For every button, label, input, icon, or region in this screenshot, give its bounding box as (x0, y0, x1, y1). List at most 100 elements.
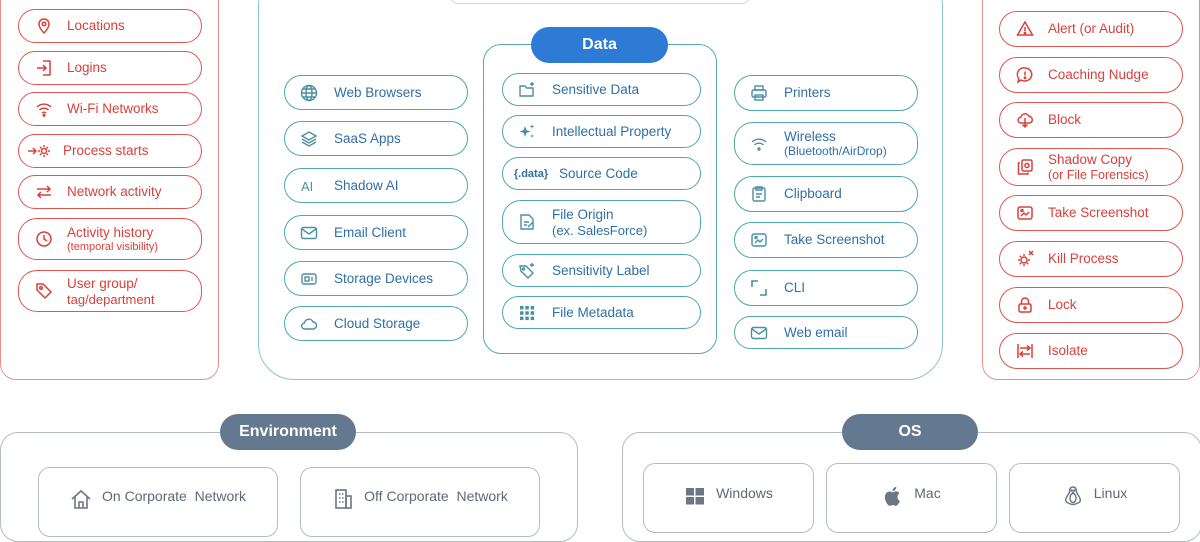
destination-item-web-email[interactable]: Web email (734, 316, 918, 349)
action-item-lock[interactable]: Lock (999, 287, 1183, 323)
location-pin-icon (35, 17, 53, 35)
destination-item-label: Printers (784, 85, 831, 100)
wifi-icon (35, 100, 53, 118)
context-item-label: Process starts (63, 143, 149, 158)
destination-item-label: CLI (784, 280, 806, 295)
screenshot-icon (750, 231, 768, 249)
source-item-web-browsers[interactable]: Web Browsers (284, 75, 468, 110)
svg-text:AI: AI (301, 179, 313, 194)
layers-icon (300, 130, 318, 148)
mail-icon (750, 324, 768, 342)
os-card-mac[interactable]: Mac (826, 463, 997, 533)
speech-alert-icon (1016, 66, 1034, 84)
action-item-kill-process[interactable]: Kill Process (999, 241, 1183, 277)
environment-header: Environment (220, 414, 356, 450)
clipboard-icon (750, 185, 768, 203)
apple-logo-icon (882, 485, 904, 507)
linux-penguin-icon (1062, 485, 1084, 507)
destination-item-printers[interactable]: Printers (734, 75, 918, 111)
destination-item-label: Clipboard (784, 186, 842, 201)
source-item-shadow-ai[interactable]: AI Shadow AI (284, 168, 468, 203)
action-item-take-screenshot[interactable]: Take Screenshot (999, 195, 1183, 231)
grid-dots-icon (518, 304, 536, 322)
environment-card-off-corporate[interactable]: Off Corporate Network (300, 467, 540, 537)
os-card-label: Windows (716, 485, 773, 501)
data-item-label: Sensitivity Label (552, 262, 650, 278)
data-item-label: File Origin (552, 206, 614, 222)
os-card-linux[interactable]: Linux (1009, 463, 1180, 533)
login-icon (35, 59, 53, 77)
source-item-storage-devices[interactable]: Storage Devices (284, 261, 468, 296)
os-card-windows[interactable]: Windows (643, 463, 814, 533)
arrows-exchange-icon (35, 183, 53, 201)
data-item-intellectual-property[interactable]: Intellectual Property (502, 115, 701, 148)
action-item-block[interactable]: Block (999, 102, 1183, 138)
data-code-icon: {.data} (511, 165, 551, 183)
copy-icon (1016, 158, 1034, 176)
context-item-activity-history[interactable]: Activity history (temporal visibility) (18, 218, 202, 260)
context-item-label: Network activity (67, 184, 162, 199)
home-icon (70, 488, 92, 510)
mail-icon (300, 224, 318, 242)
environment-card-on-corporate[interactable]: On Corporate Network (38, 467, 278, 537)
label-tag-icon (518, 262, 536, 280)
source-item-label: Shadow AI (334, 177, 399, 193)
context-item-process-starts[interactable]: Process starts (18, 134, 202, 168)
sparkle-icon (518, 123, 536, 141)
context-item-user-group[interactable]: User group/ tag/department (18, 270, 202, 312)
data-item-sensitive-data[interactable]: Sensitive Data (502, 73, 701, 106)
isolate-icon (1016, 342, 1034, 360)
source-item-email-client[interactable]: Email Client (284, 215, 468, 250)
action-item-label: Shadow Copy (1048, 152, 1133, 167)
action-item-shadow-copy[interactable]: Shadow Copy (or File Forensics) (999, 148, 1183, 186)
cloud-block-icon (1016, 111, 1034, 129)
context-item-wifi-networks[interactable]: Wi-Fi Networks (18, 92, 202, 126)
context-item-label: Locations (67, 18, 125, 33)
context-item-logins[interactable]: Logins (18, 51, 202, 85)
action-item-sublabel: (or File Forensics) (1048, 168, 1149, 182)
environment-card-label: Off Corporate Network (364, 488, 508, 504)
context-item-sublabel: (temporal visibility) (67, 240, 159, 253)
destination-item-clipboard[interactable]: Clipboard (734, 176, 918, 212)
destination-item-label: Take Screenshot (784, 232, 885, 247)
source-item-label: SaaS Apps (334, 130, 401, 146)
cloud-icon (300, 315, 318, 333)
wireless-icon (750, 135, 768, 153)
destination-item-take-screenshot[interactable]: Take Screenshot (734, 222, 918, 258)
context-item-locations[interactable]: Locations (18, 9, 202, 43)
action-item-label: Isolate (1048, 343, 1088, 358)
clock-icon (35, 230, 53, 248)
environment-card-label: On Corporate Network (102, 488, 246, 504)
data-item-label: Intellectual Property (552, 123, 672, 139)
context-item-network-activity[interactable]: Network activity (18, 175, 202, 209)
action-item-label: Block (1048, 112, 1082, 127)
context-panel (0, 0, 219, 380)
os-card-label: Mac (914, 485, 941, 501)
action-item-label: Coaching Nudge (1048, 67, 1149, 82)
process-gear-icon (27, 142, 53, 160)
data-item-label: Sensitive Data (552, 81, 640, 97)
action-item-label: Lock (1048, 297, 1077, 312)
action-item-label: Alert (or Audit) (1048, 21, 1135, 36)
data-item-file-origin[interactable]: File Origin (ex. SalesForce) (502, 200, 701, 244)
destination-item-wireless[interactable]: Wireless (Bluetooth/AirDrop) (734, 122, 918, 165)
destination-item-cli[interactable]: CLI (734, 270, 918, 306)
screenshot-icon (1016, 204, 1034, 222)
source-item-saas-apps[interactable]: SaaS Apps (284, 121, 468, 156)
os-card-label: Linux (1093, 485, 1128, 501)
destination-item-sublabel: (Bluetooth/AirDrop) (784, 144, 887, 158)
os-header: OS (842, 414, 978, 450)
building-icon (332, 488, 354, 510)
windows-logo-icon (684, 485, 706, 507)
source-item-cloud-storage[interactable]: Cloud Storage (284, 306, 468, 341)
action-item-isolate[interactable]: Isolate (999, 333, 1183, 369)
data-item-label: Source Code (559, 165, 638, 181)
data-item-file-metadata[interactable]: File Metadata (502, 296, 701, 329)
kill-process-icon (1016, 250, 1034, 268)
data-item-source-code[interactable]: {.data} Source Code (502, 157, 701, 190)
action-item-alert[interactable]: Alert (or Audit) (999, 11, 1183, 47)
data-item-sublabel: (ex. SalesForce) (552, 222, 648, 238)
action-item-coaching-nudge[interactable]: Coaching Nudge (999, 57, 1183, 93)
data-item-sensitivity-label[interactable]: Sensitivity Label (502, 254, 701, 287)
context-item-label: User group/ (67, 275, 138, 291)
